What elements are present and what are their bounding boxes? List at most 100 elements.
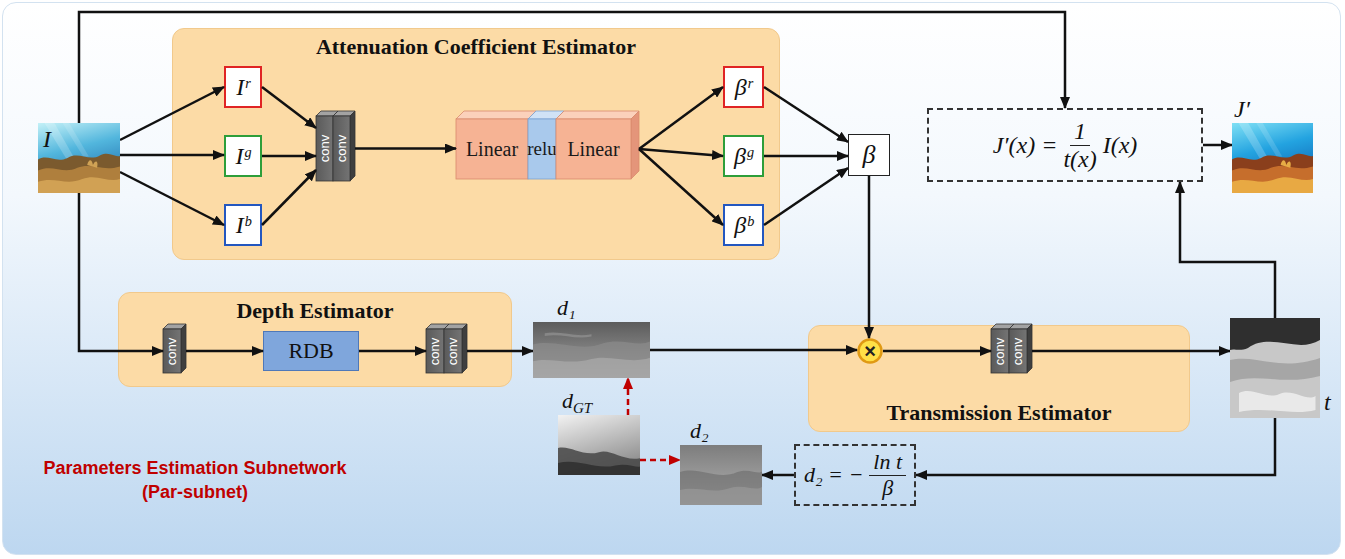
flow-arrow [762, 474, 794, 477]
block-front-face [316, 116, 333, 181]
depth-map: d₁ [533, 322, 650, 378]
block-label: RDB [288, 338, 333, 364]
image-reef [38, 177, 120, 193]
fraction: 1t(x) [1063, 118, 1096, 172]
depth-shade [680, 487, 762, 505]
flow-arrow [467, 350, 533, 353]
channel-label: βʳ [735, 74, 752, 101]
block-side-face [181, 324, 186, 373]
block-label: conv [428, 337, 443, 364]
node-content: βᵇ [734, 212, 752, 239]
formula-text: ln t [869, 450, 906, 475]
node-content: βᵍ [734, 143, 753, 170]
depth-shade [680, 471, 762, 505]
conv-block: conv [163, 329, 181, 373]
node-content: Iʳ [236, 74, 249, 101]
node-content: Iᵇ [236, 212, 250, 239]
formula-box: d₂ = −ln tβ [794, 444, 916, 505]
depth-ground [558, 415, 640, 475]
flow-arrow [1180, 182, 1275, 318]
flow-arrow [120, 154, 224, 157]
channel-label: Iᵍ [236, 143, 251, 170]
depth-shade [558, 462, 640, 475]
node-content: conv [439, 344, 466, 359]
node-content: Linear [567, 138, 619, 161]
depth-shade [558, 448, 640, 475]
panel-heading-box: Transmission Estimator [809, 400, 1189, 426]
subnet-caption: Parameters Estimation Subnetwork (Par-su… [43, 458, 346, 502]
beta-box: β [848, 134, 890, 176]
flow-arrow [1203, 144, 1232, 147]
depth-map: dGT [558, 415, 640, 475]
conv-block: conv [333, 116, 350, 181]
block-front-face [1009, 329, 1027, 373]
flow-arrow [355, 147, 456, 150]
transmission-shade [1230, 318, 1320, 350]
image-label-box: J′ [1234, 96, 1250, 123]
coefficient-box: βʳ [723, 66, 764, 108]
operator-symbol: × [864, 341, 876, 361]
image-coral [87, 160, 97, 168]
block-front-face [444, 329, 462, 373]
supervision-arrow [640, 459, 680, 462]
block-label: relu [527, 138, 557, 160]
image-reef [38, 154, 120, 193]
node-content: conv [1004, 344, 1031, 359]
image-label: d₁ [557, 295, 576, 320]
image-water [38, 123, 120, 193]
block-label: conv [317, 135, 332, 162]
node-content: J′(x) =1t(x) I(x) [993, 118, 1138, 172]
conv-block: conv [1009, 329, 1027, 373]
estimator-panel: Depth EstimatorconvRDBconvconv [118, 292, 512, 387]
conv-block: conv [316, 116, 333, 181]
rdb-block: RDB [263, 331, 359, 371]
panel-heading: Attenuation Coefficient Estimator [316, 34, 636, 59]
image-reef [1232, 177, 1313, 193]
block-front-face [426, 329, 444, 373]
node-content: Iᵍ [236, 143, 251, 170]
block-side-face [350, 111, 355, 181]
image-picture [1232, 123, 1313, 193]
image-picture [558, 415, 640, 475]
panel-heading-box: Attenuation Coefficient Estimator [173, 34, 779, 60]
image-label-box: I [43, 126, 51, 153]
depth-ground [533, 322, 650, 378]
flow-arrow [262, 155, 316, 158]
block-side-face [462, 324, 467, 373]
relu-block: relu [528, 119, 556, 179]
node-content: β [863, 140, 876, 170]
image-label: d₂ [690, 418, 709, 443]
image-label: I [43, 126, 51, 152]
node-content: × [864, 341, 876, 361]
block-label: Linear [567, 138, 619, 161]
formula-text: β [882, 476, 893, 500]
formula-text: J′(x) = [993, 132, 1058, 159]
image-coral [1281, 160, 1291, 168]
fraction: ln tβ [869, 450, 906, 499]
flow-arrow [186, 350, 263, 353]
image-reef [1232, 166, 1313, 193]
flow-arrow [868, 176, 871, 338]
block-label: conv [1011, 337, 1026, 364]
flow-arrow [764, 155, 848, 158]
node-content: βʳ [735, 74, 752, 101]
channel-box: Iᵍ [224, 135, 262, 177]
image-ray [1256, 123, 1282, 157]
node-content: Linear [466, 138, 518, 161]
image-label-box: d₁ [557, 295, 576, 321]
formula-text: I(x) [1103, 132, 1138, 159]
panel-heading: Transmission Estimator [886, 400, 1111, 425]
flow-arrow [883, 350, 991, 353]
panel-heading: Depth Estimator [236, 298, 393, 323]
channel-label: βᵍ [734, 143, 753, 170]
conv-block: conv [991, 329, 1009, 373]
block-side-face [631, 111, 639, 179]
supervision-arrow [627, 378, 630, 415]
image-label: t [1324, 389, 1331, 415]
multiply-circle: × [857, 338, 883, 364]
linear-block: Linear [456, 119, 528, 179]
image-label: J′ [1234, 96, 1250, 122]
block-front-face [991, 329, 1009, 373]
formula-text: d₂ = − [804, 462, 863, 488]
image-picture [1230, 318, 1320, 418]
